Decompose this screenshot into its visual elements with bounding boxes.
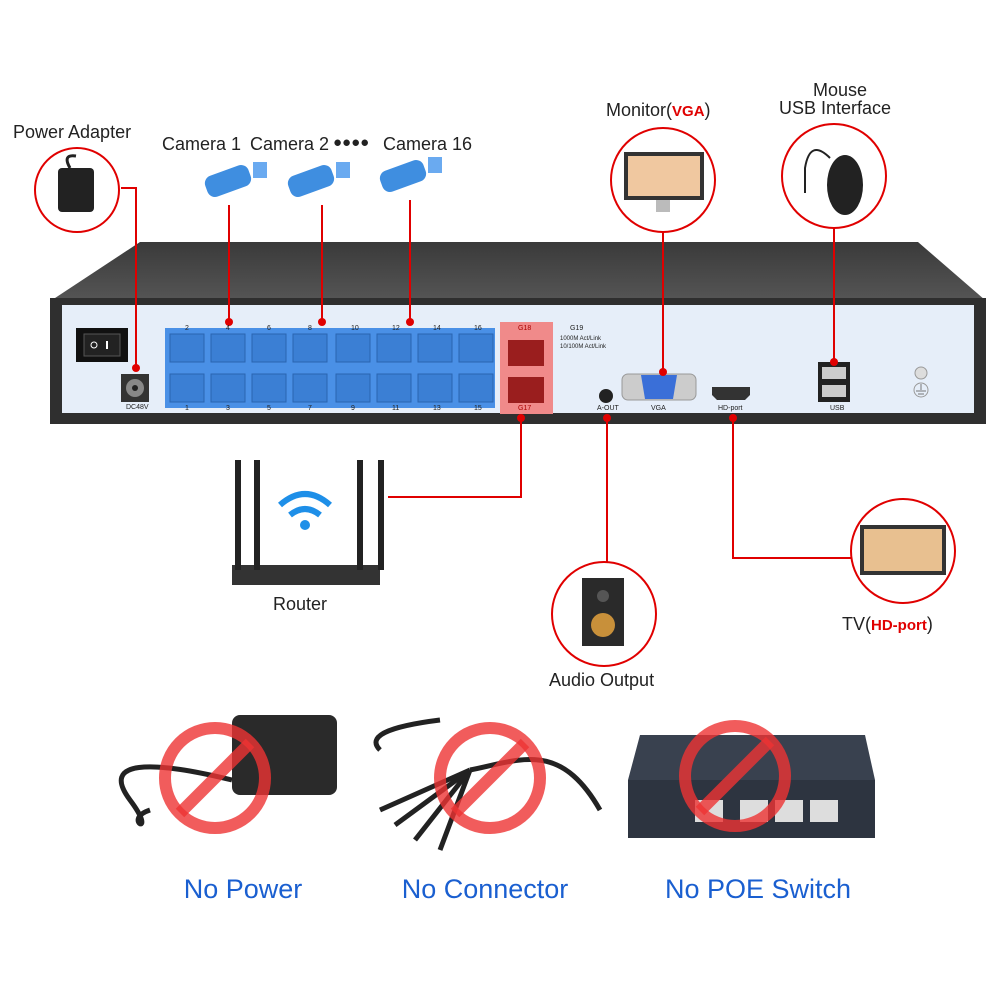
mouse-label: Mouse [813,80,868,100]
poe-port [169,333,205,363]
wifi-icon [278,491,332,518]
usb-interface-label: USB Interface [779,98,892,118]
port-number: 4 [226,325,230,332]
poe-port [292,373,328,403]
poe-port [417,373,453,403]
camera-2-label: Camera 2 [250,134,330,154]
port-number: 5 [267,405,271,412]
g19-label: G19 [570,325,584,332]
vga-label: VGA [651,405,666,412]
port-g18 [508,340,544,366]
led-1000m-label: 1000M Act/Link [560,336,602,342]
port-g17 [508,377,544,403]
connection-lines [121,187,851,562]
poe-ports [169,333,494,403]
power-switch [76,328,128,362]
prohibited-icons [159,720,791,834]
hdport-label: HD-port [718,405,743,412]
usb-label: USB [830,405,845,412]
poe-port [458,333,494,363]
dc-label: DC48V [126,404,149,411]
connection-dots [132,318,838,422]
no-connector-label: No Connector [401,874,569,904]
poe-port [251,333,287,363]
port-number: 11 [392,405,400,412]
port-number: 3 [226,405,230,412]
port-number: 8 [308,325,312,332]
router-label: Router [273,594,328,614]
tv-callout [850,498,956,604]
camera-icons [204,157,442,197]
mouse-callout [781,123,887,229]
tv-label: TV(HD-port) [842,614,933,634]
usb-ports [818,362,850,402]
poe-port [376,333,412,363]
camera-16-label: Camera 16 [383,134,473,154]
port-number: 1 [185,405,189,412]
poe-port [210,373,246,403]
monitor-callout [610,127,716,233]
g17-label: G17 [518,405,532,412]
audio-out-jack [599,389,613,403]
no-poe-switch-label: No POE Switch [664,874,852,904]
port-number: 12 [392,325,400,332]
router-image [232,460,384,585]
hdmi-port [712,387,750,400]
poe-port [458,373,494,403]
audio-callout [551,561,657,667]
port-number: 6 [267,325,271,332]
port-number: 9 [351,405,355,412]
power-adapter-label: Power Adapter [13,122,132,142]
poe-port [335,373,371,403]
poe-port [376,373,412,403]
port-number: 7 [308,405,312,412]
ground-icon [913,366,929,398]
monitor-label: Monitor(VGA) [606,100,711,120]
aout-label: A-OUT [597,405,619,412]
camera-1-label: Camera 1 [162,134,242,154]
poe-port [210,333,246,363]
port-number: 15 [474,405,482,412]
port-number: 14 [433,325,441,332]
poe-port [251,373,287,403]
camera-ellipsis: ●●●● [333,134,370,151]
port-number: 16 [474,325,482,332]
led-100m-label: 10/100M Act/Link [560,344,607,350]
port-number: 10 [351,325,359,332]
port-number: 2 [185,325,189,332]
port-number: 13 [433,405,441,412]
dc-jack [121,374,149,402]
poe-port [417,333,453,363]
power-adapter-callout [34,147,120,233]
poe-port [335,333,371,363]
audio-output-label: Audio Output [549,670,655,690]
g18-label: G18 [518,325,532,332]
poe-port [169,373,205,403]
no-power-label: No Power [183,874,303,904]
vga-port [621,373,697,401]
poe-port [292,333,328,363]
